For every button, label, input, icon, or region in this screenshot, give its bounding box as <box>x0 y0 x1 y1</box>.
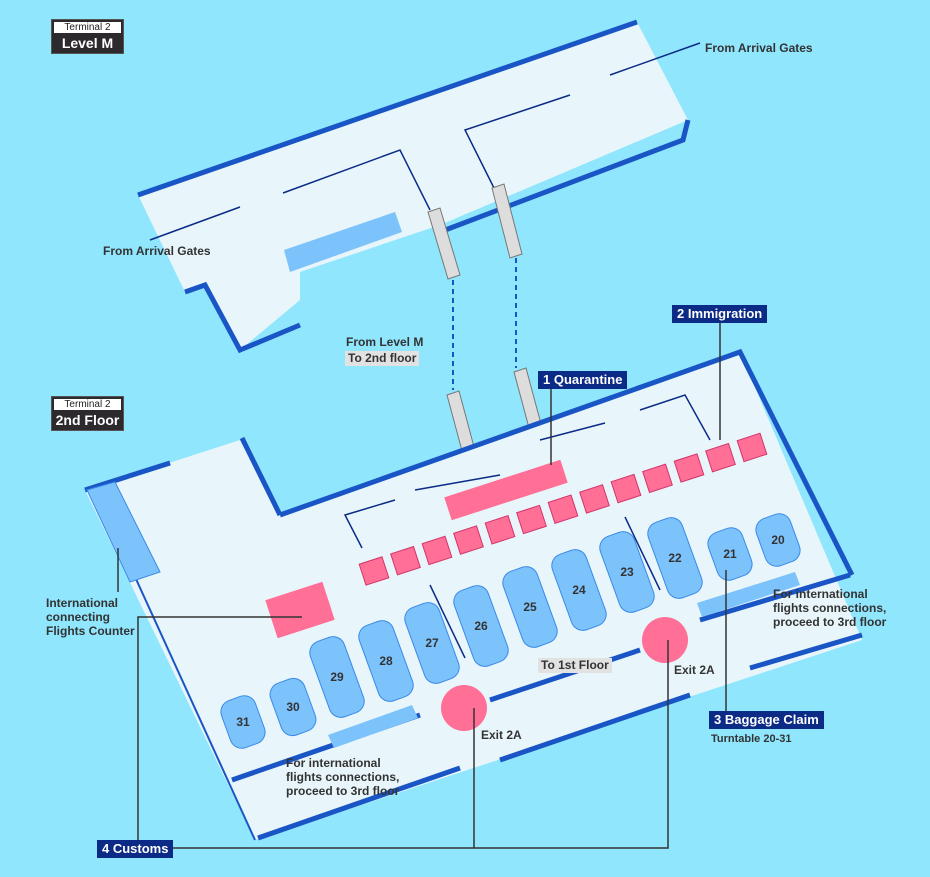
walkway <box>328 705 418 748</box>
text-line: flights connections, <box>286 770 400 784</box>
turntable-note: Turntable 20-31 <box>711 733 792 745</box>
immigration-booth <box>516 504 547 535</box>
carousel-shape <box>453 585 509 667</box>
floor-label: Level M <box>61 35 114 51</box>
from-level-m-label: From Level M <box>346 335 424 349</box>
carousel-shape <box>269 677 317 737</box>
immigration-booth <box>673 453 705 483</box>
exit-2a-marker <box>441 685 487 731</box>
immigration-booth <box>453 525 484 555</box>
customs-label: 4 Customs <box>97 840 174 858</box>
carousel-number: 26 <box>474 619 488 633</box>
carousel-number: 23 <box>620 565 634 579</box>
to-2nd-floor-label: To 2nd floor <box>345 351 420 366</box>
carousel-24: 24 <box>551 549 607 631</box>
carousel-shape <box>755 513 801 567</box>
counter-rows <box>86 481 161 583</box>
text-line: flights connections, <box>773 601 887 615</box>
carousel-22: 22 <box>647 517 703 599</box>
text-line: proceed to 3rd floor <box>286 784 400 798</box>
carousel-28: 28 <box>358 620 414 702</box>
carousel-shape <box>220 695 266 749</box>
immigration-booths <box>358 432 768 586</box>
carousel-number: 20 <box>771 533 785 547</box>
text-line: For international <box>286 756 381 770</box>
text-line: proceed to 3rd floor <box>773 615 887 629</box>
carousel-29: 29 <box>309 636 365 718</box>
walkway <box>697 572 800 617</box>
immigration-booth <box>547 494 579 524</box>
carousel-number: 21 <box>723 547 737 561</box>
carousel-number: 28 <box>379 654 393 668</box>
quarantine-label: 1 Quarantine <box>538 371 628 389</box>
immigration-booth <box>484 515 516 545</box>
text-line: connecting <box>46 610 111 624</box>
to-1st-floor-label: To 1st Floor <box>538 658 612 673</box>
carousel-shape <box>599 531 655 613</box>
international-connecting-counter <box>265 581 335 639</box>
carousel-number: 30 <box>286 700 300 714</box>
carousel-number: 22 <box>668 551 682 565</box>
floor-label: 2nd Floor <box>55 412 120 428</box>
carousel-shape <box>502 566 558 648</box>
second-floor-badge: Terminal 2 2nd Floor <box>51 396 124 431</box>
carousel-shape <box>647 517 703 599</box>
quarantine-counter <box>444 459 568 521</box>
exit-2a-label: Exit 2A <box>674 663 715 677</box>
carousel-shape <box>551 549 607 631</box>
immigration-booth <box>390 545 421 576</box>
carousel-25: 25 <box>502 566 558 648</box>
international-counter-label: International connecting Flights Counter <box>46 596 135 638</box>
connection-note: For international flights connections, p… <box>773 587 886 629</box>
carousel-30: 30 <box>269 677 317 737</box>
exit-2a-marker <box>642 617 688 663</box>
carousel-21: 21 <box>707 527 753 581</box>
connection-note: For international flights connections, p… <box>286 756 399 798</box>
text-line: For international <box>773 587 868 601</box>
text-line: Flights Counter <box>46 624 135 638</box>
immigration-booth <box>421 535 453 566</box>
level-m-arrows <box>149 42 701 241</box>
carousel-number: 25 <box>523 600 537 614</box>
carousel-20: 20 <box>755 513 801 567</box>
immigration-booth <box>358 556 390 586</box>
from-arrival-gates-label: From Arrival Gates <box>705 41 813 55</box>
carousel-27: 27 <box>404 602 460 684</box>
terminal-label: Terminal 2 <box>54 22 121 33</box>
level-m-walkway <box>284 212 402 272</box>
immigration-label: 2 Immigration <box>672 305 768 323</box>
carousel-31: 31 <box>220 695 266 749</box>
immigration-booth <box>642 463 673 494</box>
baggage-claim-label: 3 Baggage Claim <box>709 711 824 729</box>
carousel-23: 23 <box>599 531 655 613</box>
immigration-booth <box>579 484 610 514</box>
carousel-26: 26 <box>453 585 509 667</box>
level-m-wall <box>439 119 691 235</box>
carousel-shape <box>358 620 414 702</box>
carousel-number: 31 <box>236 715 250 729</box>
carousel-shape <box>707 527 753 581</box>
carousel-number: 27 <box>425 636 439 650</box>
carousel-number: 29 <box>330 670 344 684</box>
second-floor-walls <box>84 348 863 841</box>
from-arrival-gates-label: From Arrival Gates <box>103 244 211 258</box>
immigration-booth <box>610 473 642 504</box>
level-m-badge: Terminal 2 Level M <box>51 19 124 54</box>
immigration-booth <box>736 432 768 463</box>
text-line: International <box>46 596 119 610</box>
immigration-booth <box>705 442 736 473</box>
carousel-number: 24 <box>572 583 586 597</box>
level-m-floor <box>138 22 688 350</box>
terminal-label: Terminal 2 <box>54 399 121 410</box>
carousel-shape <box>309 636 365 718</box>
carousel-shape <box>404 602 460 684</box>
baggage-carousels: 31 30 29 28 27 26 25 24 23 22 21 20 <box>220 513 801 749</box>
exit-2a-label: Exit 2A <box>481 728 522 742</box>
level-m-wall <box>137 19 638 198</box>
level-m-wall <box>184 281 301 354</box>
